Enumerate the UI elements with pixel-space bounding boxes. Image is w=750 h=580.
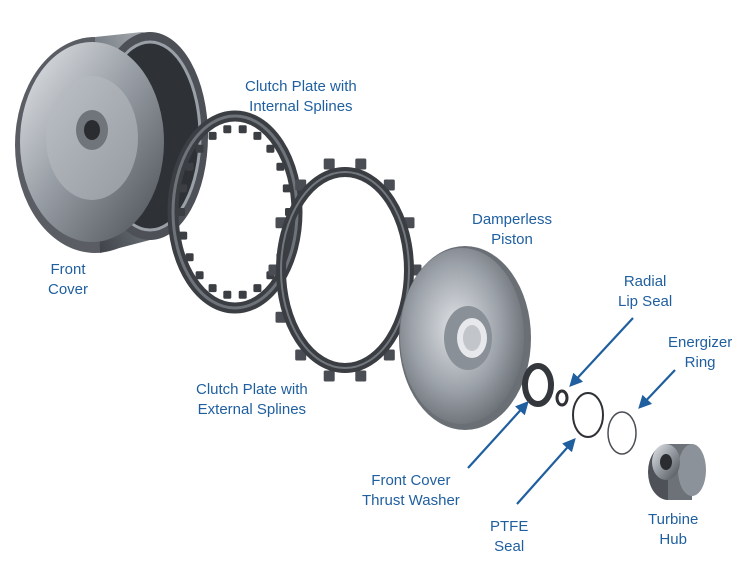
label-damperless-piston: Damperless Piston (472, 211, 553, 248)
label-front-cover-thrust-washer: Front Cover Thrust Washer (362, 472, 460, 509)
spline-tooth (282, 184, 291, 193)
ptfe-seal-arrow (516, 438, 576, 505)
spline-tooth (276, 162, 285, 171)
damperless-piston-part (399, 246, 531, 430)
energizer-ring-part (607, 411, 637, 455)
spline-tooth (355, 158, 367, 170)
label-radial-lip-seal: Radial Lip Seal (618, 273, 673, 310)
label-ptfe-seal: PTFE Seal (490, 518, 529, 555)
spline-tooth (266, 144, 275, 153)
turbine-hub-part (648, 444, 706, 500)
front-cover-part (15, 32, 208, 253)
ptfe-seal-part (572, 392, 604, 438)
label-clutch-plate-external: Clutch Plate with External Splines (196, 381, 308, 418)
spline-tooth (185, 253, 194, 262)
spline-tooth (253, 284, 262, 293)
spline-tooth (223, 290, 232, 299)
spline-tooth (208, 131, 217, 140)
spline-tooth (195, 271, 204, 280)
radial-lip-seal-arrow (569, 317, 634, 387)
spline-tooth (323, 370, 335, 382)
label-turbine-hub: Turbine Hub (648, 511, 699, 548)
energizer-ring-arrow (638, 369, 676, 409)
radial-lip-seal-part (555, 389, 569, 407)
thrust-washer-arrow (467, 401, 529, 469)
spline-tooth (195, 144, 204, 153)
front-cover-thrust-washer-part (522, 363, 554, 407)
spline-tooth (208, 284, 217, 293)
spline-tooth (238, 290, 247, 299)
spline-tooth (185, 162, 194, 171)
spline-tooth (323, 158, 335, 170)
label-clutch-plate-internal: Clutch Plate with Internal Splines (245, 78, 357, 115)
spline-tooth (179, 184, 188, 193)
spline-tooth (177, 208, 185, 216)
spline-tooth (253, 131, 262, 140)
clutch-plate-external-part (268, 158, 422, 382)
label-front-cover: Front Cover (48, 261, 89, 298)
spline-tooth (238, 125, 247, 134)
spline-tooth (355, 370, 367, 382)
label-energizer-ring: Energizer Ring (668, 334, 733, 371)
spline-tooth (179, 231, 188, 240)
spline-tooth (223, 125, 232, 134)
